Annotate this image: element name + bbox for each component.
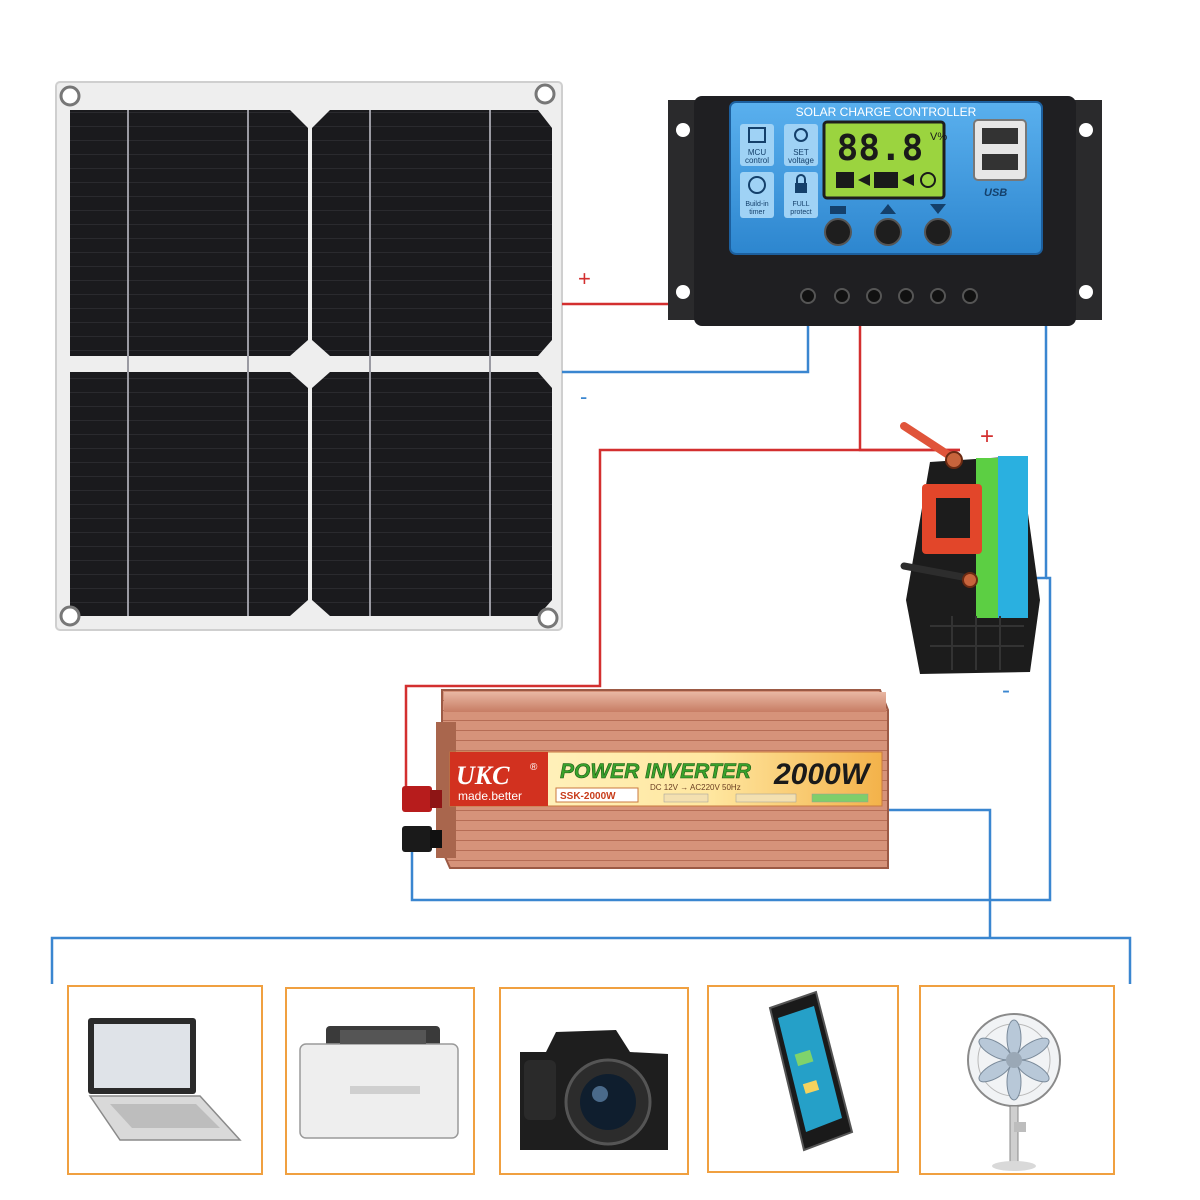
controller-terminals — [800, 288, 978, 304]
mounting-hole-icon — [1079, 123, 1093, 137]
battery-stripe-blue — [998, 456, 1028, 618]
wire-battery-inverter-positive — [404, 448, 960, 790]
clock-icon — [748, 176, 766, 194]
battery-plus-label: + — [980, 423, 994, 450]
inverter-brand: UKC — [456, 761, 510, 790]
inverter-top — [444, 692, 886, 712]
charge-controller: SOLAR CHARGE CONTROLLER 88.8 V% MCU cont… — [668, 96, 1102, 326]
mounting-hole-icon — [676, 285, 690, 299]
menu-button[interactable] — [824, 218, 852, 246]
usb-label: USB — [984, 187, 1007, 199]
inverter-indicators — [663, 793, 869, 803]
panel-plus-label: + — [578, 266, 591, 291]
panel-cell-group — [312, 110, 552, 356]
lcd-units: V% — [930, 131, 947, 143]
gear-icon — [794, 128, 808, 142]
lock-icon — [795, 183, 807, 193]
positive-clamp-icon — [900, 422, 963, 469]
inverter-brand-box — [450, 752, 548, 806]
inverter-tagline: made.better — [458, 789, 522, 803]
panel-cell-group — [312, 372, 552, 616]
camera-icon — [520, 1030, 668, 1150]
mcu-control-badge: MCU control — [740, 124, 774, 166]
full-label-line2: protect — [790, 209, 811, 216]
battery-grid — [930, 616, 1024, 670]
panel-busbars — [127, 110, 491, 616]
inverter-brand-registered: ® — [530, 762, 538, 773]
inverter-spec: DC 12V → AC220V 50Hz — [650, 783, 741, 792]
set-label-line1: SET — [793, 148, 809, 157]
mounting-hole-icon — [59, 83, 559, 629]
solar-panel — [55, 81, 563, 631]
inverter-model-box — [555, 787, 639, 803]
panel-minus-label: - — [580, 384, 587, 409]
wires — [50, 302, 1132, 984]
lcd-flow-icon — [836, 172, 936, 188]
timer-badge: Build-in timer — [740, 172, 774, 218]
down-button[interactable] — [924, 218, 952, 246]
fan-icon — [967, 1013, 1061, 1171]
wire-battery-inverter-negative — [410, 576, 1052, 902]
mcu-label-line2: control — [745, 156, 769, 165]
printer-icon — [299, 1026, 459, 1139]
button-markers — [830, 204, 946, 214]
set-label-line2: voltage — [788, 156, 814, 165]
chip-icon — [748, 127, 766, 143]
inverter-title: POWER INVERTER — [560, 760, 752, 783]
full-protect-badge: FULL protect — [784, 172, 818, 218]
battery-minus-label: - — [1002, 677, 1010, 704]
controller-ear — [1070, 100, 1102, 320]
set-voltage-badge: SET voltage — [784, 124, 818, 166]
phone-icon — [768, 990, 854, 1152]
wire-panel-negative — [562, 326, 810, 374]
controller-ear — [668, 100, 700, 320]
battery — [900, 422, 1040, 674]
negative-clamp-icon — [900, 562, 978, 588]
laptop-icon — [88, 1018, 242, 1141]
timer-label-line2: timer — [749, 209, 765, 216]
power-inverter: UKC ® made.better POWER INVERTER 2000W S… — [402, 689, 889, 869]
inverter-negative-terminal — [402, 826, 442, 852]
mounting-hole-icon — [676, 123, 690, 137]
wire-inverter-output — [886, 808, 992, 938]
wire-output-bus — [50, 936, 1132, 984]
inverter-rating: 2000W — [773, 758, 872, 791]
controller-title: SOLAR CHARGE CONTROLLER — [796, 105, 977, 119]
usb-ports[interactable] — [973, 119, 1027, 181]
battery-label-window — [936, 498, 970, 538]
up-button[interactable] — [874, 218, 902, 246]
mcu-label-line1: MCU — [748, 148, 766, 157]
lcd-reading: 88.8 — [837, 128, 924, 169]
inverter-positive-terminal — [402, 786, 442, 812]
mounting-hole-icon — [1079, 285, 1093, 299]
timer-label-line1: Build-in — [745, 201, 768, 208]
panel-cell-group — [70, 372, 308, 616]
inverter-model: SSK-2000W — [560, 791, 616, 802]
full-label-line1: FULL — [792, 201, 809, 208]
panel-cell-group — [70, 110, 308, 356]
